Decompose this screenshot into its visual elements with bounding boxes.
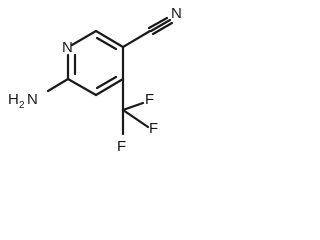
ring-nitrogen-label: N	[62, 39, 73, 56]
amine-subscript: 2	[19, 100, 25, 111]
bond-c-f-top	[121, 101, 145, 112]
fluorine-top-label: F	[145, 91, 154, 108]
bond-c4-c5	[94, 77, 125, 97]
bond-c2-c3	[94, 29, 125, 49]
amine-h-label: H	[8, 91, 19, 108]
fluorine-right-label: F	[149, 120, 158, 137]
nitrile-nitrogen-label: N	[171, 5, 182, 22]
ring-bonds	[66, 29, 125, 97]
bond-c4-c5-inner	[95, 75, 118, 90]
bond-c6-nh2	[46, 77, 70, 93]
amine-n-label: N	[27, 91, 38, 108]
bond-c2-c3-inner	[95, 36, 118, 51]
trifluoromethyl-group	[121, 77, 150, 136]
bond-n1-c2	[70, 29, 98, 47]
triple-bond-2	[149, 18, 172, 33]
bond-c5-c6	[66, 77, 98, 97]
bond-c-f-right	[121, 108, 150, 129]
structure-diagram: N N H 2 N F F F	[8, 5, 182, 155]
triple-bond-3	[151, 21, 174, 36]
bond-c3-cn	[121, 29, 152, 49]
fluorine-bottom-label: F	[117, 138, 126, 155]
triple-bond-1	[147, 16, 169, 30]
structure-canvas: N N H 2 N F F F	[0, 0, 204, 158]
nitrile-group	[121, 16, 174, 49]
